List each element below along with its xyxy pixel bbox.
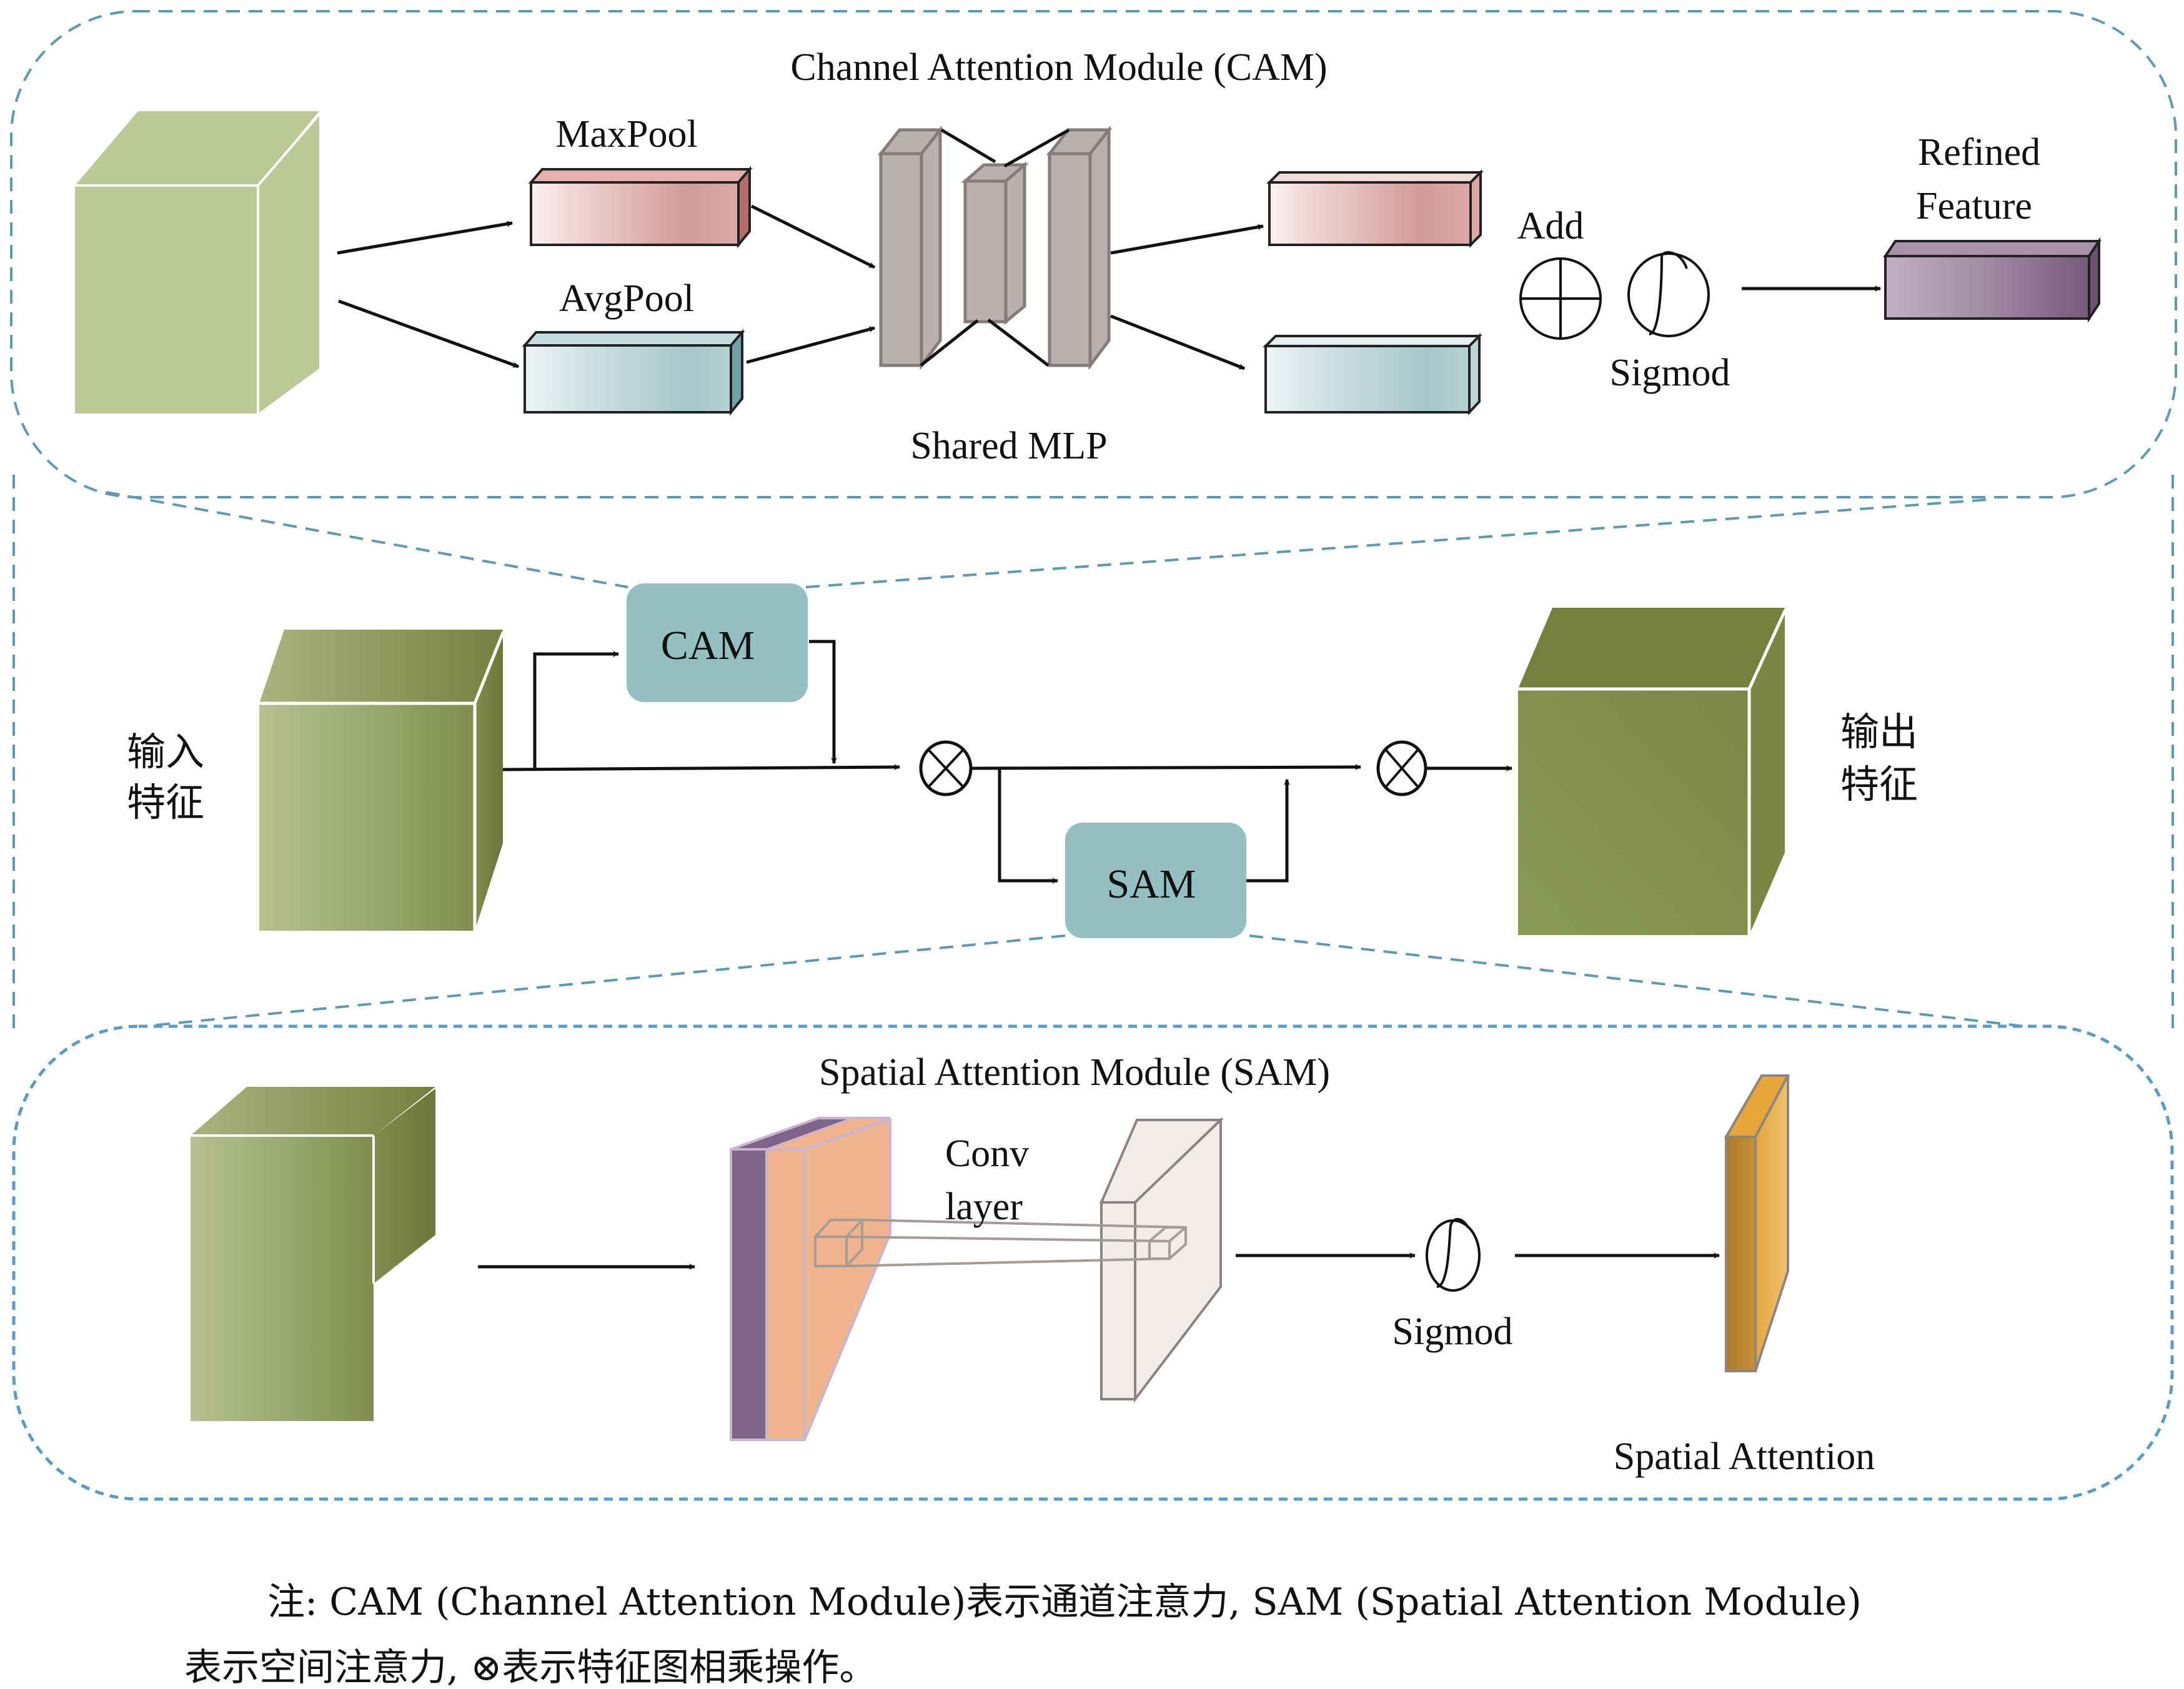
zoom-connector-sam-left — [143, 934, 1066, 1028]
caption-line1: 注: CAM (Channel Attention Module)表示通道注意力… — [267, 1580, 1862, 1624]
sam-module-title: Spatial Attention Module (SAM) — [819, 1051, 1330, 1094]
arrow-to-sam — [998, 768, 1058, 884]
conv-output-map — [1099, 1117, 1224, 1403]
arrow-mlp-to-avg-out — [1110, 314, 1245, 370]
input-feature-cube — [259, 630, 505, 931]
cam-block[interactable]: CAM — [627, 583, 808, 702]
sigmoid-icon — [1426, 1217, 1481, 1292]
pooled-feature-maps — [730, 1117, 891, 1441]
zoom-connector-sam-right — [1249, 934, 2025, 1028]
conv-kernel — [814, 1219, 1187, 1267]
arrow-multiply-to-multiply — [971, 764, 1361, 771]
cam-input-cube — [75, 111, 320, 414]
add-icon — [1519, 257, 1602, 340]
arrow-to-maxpool — [337, 220, 513, 255]
output-label-line1: 输出 — [1840, 709, 1918, 755]
multiply-icon — [919, 740, 973, 796]
avgpool-label: AvgPool — [559, 277, 694, 320]
cam-module-title: Channel Attention Module (CAM) — [790, 46, 1327, 89]
cam-block-label: CAM — [661, 623, 755, 668]
sam-input-cube — [191, 1087, 435, 1421]
arrow-avgpool-to-mlp — [746, 326, 875, 364]
cam-sigmoid-label: Sigmod — [1610, 352, 1730, 394]
sam-block[interactable]: SAM — [1065, 823, 1246, 938]
shared-mlp — [877, 125, 1113, 370]
multiply-icon — [1376, 740, 1427, 796]
maxpool-block — [528, 166, 753, 249]
sigmoid-icon — [1627, 251, 1710, 337]
arrow-mlp-to-max-out — [1110, 224, 1264, 255]
zoom-connector-cam-left — [106, 491, 628, 588]
arrow-to-avgpool — [338, 299, 519, 369]
mlp-connector — [920, 319, 979, 367]
spatial-attention-label: Spatial Attention — [1614, 1435, 1875, 1478]
shared-mlp-label: Shared MLP — [910, 425, 1107, 467]
refined-label-line2: Feature — [1916, 185, 2032, 227]
sam-block-label: SAM — [1106, 861, 1196, 907]
mlp-connector — [940, 128, 996, 164]
spatial-attention-map — [1724, 1074, 1790, 1372]
mlp-connector — [1003, 128, 1070, 168]
mlp-connector — [987, 319, 1050, 367]
arrow-input-to-cam — [533, 651, 619, 770]
output-feature-cube — [1518, 608, 1787, 935]
input-label-line1: 输入 — [127, 729, 204, 775]
arrow-input-to-multiply — [502, 764, 900, 771]
avgpool-block — [522, 329, 745, 416]
refined-feature-block — [1883, 237, 2102, 323]
input-label-line2: 特征 — [127, 780, 204, 825]
output-label-line2: 特征 — [1840, 761, 1918, 807]
avgpool-output-block — [1263, 333, 1482, 416]
refined-label-line1: Refined — [1918, 131, 2040, 174]
arrow-sam-to-main — [1246, 779, 1290, 883]
maxpool-output-block — [1266, 169, 1484, 248]
sam-module-border — [12, 1024, 2174, 1501]
zoom-connector-cam-right — [805, 498, 1987, 588]
add-label: Add — [1517, 205, 1584, 247]
conv-label-line1: Conv — [945, 1132, 1029, 1175]
maxpool-label: MaxPool — [555, 113, 697, 156]
caption-line2: 表示空间注意力, ⊗表示特征图相乘操作。 — [184, 1646, 876, 1689]
arrow-maxpool-to-mlp — [750, 204, 876, 269]
arrow-cam-to-main — [809, 640, 837, 764]
cam-module-border — [10, 10, 2177, 498]
sam-sigmoid-label: Sigmod — [1392, 1310, 1513, 1353]
conv-label-line2: layer — [945, 1186, 1023, 1228]
